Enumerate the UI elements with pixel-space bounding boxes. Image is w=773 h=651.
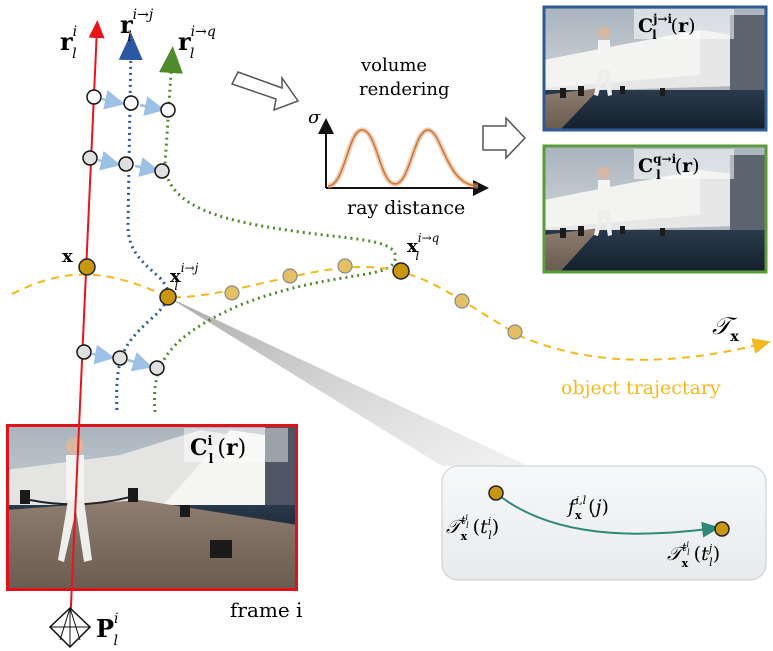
x-axis-label: ray distance: [347, 197, 465, 219]
person-figure: [594, 27, 612, 96]
sample-point: [123, 95, 139, 111]
sample-point: [160, 102, 176, 118]
person-figure: [594, 167, 612, 236]
flow-arrow-hollow: [230, 71, 300, 112]
inset-start-point: [488, 485, 504, 501]
trajectory-sample: [507, 324, 523, 340]
zoom-beam: [168, 297, 528, 466]
sample-point: [118, 156, 134, 172]
trajectory-caption: object trajectary: [561, 377, 721, 399]
sample-point: [86, 89, 102, 105]
label-backdrop: [634, 9, 734, 39]
sample-point: [154, 163, 170, 179]
trajectory-sample: [282, 268, 298, 284]
source-frame-caption: frame i: [230, 598, 302, 622]
source-ray: [69, 20, 105, 628]
y-axis-symbol: σ: [308, 107, 321, 128]
camera-icon: [48, 606, 92, 649]
inset-panel: [441, 465, 767, 581]
plot-title-line2: rendering: [359, 79, 450, 100]
point-x-label: x: [62, 246, 73, 267]
sample-point: [76, 344, 92, 360]
object-trajectory: [11, 265, 771, 361]
inset-end-point: [714, 521, 730, 537]
sample-row-3: [76, 344, 165, 376]
trajectory-symbol: 𝒯x: [712, 312, 739, 345]
label-backdrop: [634, 149, 734, 179]
sample-point: [149, 360, 165, 376]
plot-title-line1: volume: [360, 55, 427, 76]
density-curve: [327, 129, 479, 187]
sample-point: [82, 150, 98, 166]
point-x-j: [159, 288, 177, 306]
sample-point: [112, 350, 128, 366]
sample-row-1: [86, 89, 176, 118]
point-x: [78, 258, 96, 276]
trajectory-samples: [224, 258, 523, 340]
label-backdrop: [184, 428, 288, 462]
trajectory-sample: [454, 293, 470, 309]
sample-row-2: [82, 150, 170, 179]
trajectory-sample: [337, 258, 353, 274]
flow-arrow-hollow: [482, 116, 527, 160]
warped-ray-q: [153, 46, 397, 413]
person-figure: [58, 437, 92, 562]
point-x-q: [392, 262, 410, 280]
trajectory-sample: [224, 285, 240, 301]
inset-function-label: fxi,l(j): [566, 494, 609, 522]
source-frame: [6, 424, 298, 591]
trajectory-function-arrow: [495, 492, 720, 538]
volume-rendering-plot: σ ray distance volume rendering: [230, 55, 489, 219]
